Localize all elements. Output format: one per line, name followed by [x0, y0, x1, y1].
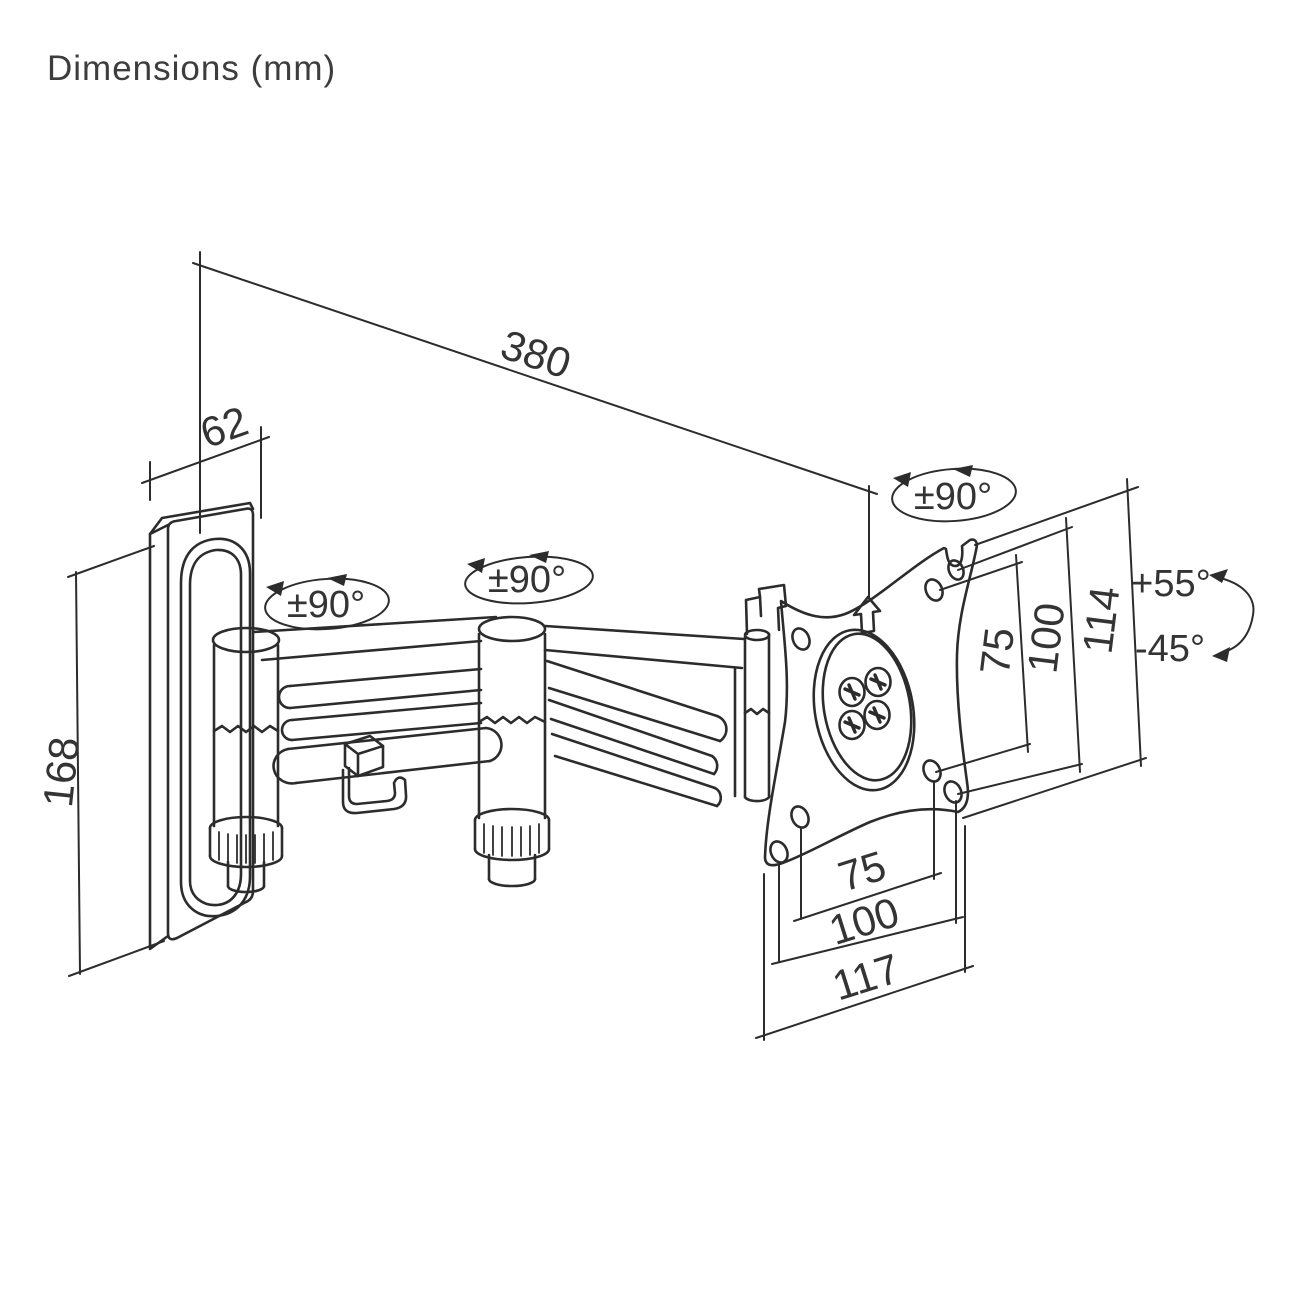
tilt-up-label: +55°: [1131, 563, 1211, 605]
break-mark: [212, 724, 280, 734]
knurl-lines: [218, 831, 274, 864]
tilt-hinge: [743, 583, 788, 803]
tilt-down-label: -45°: [1135, 628, 1205, 670]
dim-75-vertical-label: 75: [971, 625, 1023, 677]
screw-icon: [838, 709, 866, 741]
cable-clip: [341, 734, 408, 815]
vesa-hole-icon: [924, 578, 944, 602]
dim-380-label: 380: [495, 321, 576, 388]
vesa-plate: [763, 538, 979, 867]
vesa-hole-icon: [790, 805, 810, 829]
vesa-hole-icon: [791, 627, 811, 651]
break-mark: [477, 715, 547, 725]
break-mark: [743, 707, 771, 716]
page-title: Dimensions (mm): [47, 49, 336, 88]
knurl-lines: [483, 823, 540, 857]
vesa-hole-icon: [943, 780, 963, 804]
pivot-column-wall: [208, 626, 284, 894]
swivel-angle-wall-label: ±90°: [287, 584, 365, 626]
dim-114-label: 114: [1074, 584, 1129, 656]
vesa-hole-icons: [769, 559, 965, 864]
dim-168-label: 168: [34, 735, 88, 810]
swivel-angle-head-label: ±90°: [914, 476, 992, 518]
tilt-arrow-icon: [1209, 569, 1255, 662]
rotation-arrow-icon: [464, 551, 594, 605]
rotation-arrow-icon: [891, 465, 1017, 523]
vesa-hole-icon: [947, 559, 965, 581]
screw-icons: [838, 666, 892, 741]
swivel-angle-mid-label: ±90°: [488, 559, 566, 601]
pivot-column-middle: [473, 615, 551, 888]
dim-100-horizontal-label: 100: [824, 888, 905, 954]
rotation-marks: [264, 465, 1255, 662]
up-arrow-icon: [852, 595, 882, 635]
labels: Dimensions (mm) 380 62 168 75 100 114 75…: [34, 49, 1211, 1009]
dim-117-label: 117: [827, 945, 905, 1010]
screw-icon: [863, 699, 891, 731]
screw-icon: [864, 666, 892, 698]
dim-100-vertical-label: 100: [1018, 600, 1073, 675]
wall-plate-slot-outer: [179, 537, 252, 918]
dimension-lines: [67, 251, 1147, 1041]
vesa-boss: [812, 628, 916, 792]
screw-icon: [838, 676, 866, 708]
arm-link-2: [543, 624, 746, 808]
vesa-hole-icon: [922, 759, 942, 783]
wall-plate-slot-inner: [188, 548, 243, 907]
rotation-arrow-icon: [264, 574, 390, 631]
arm-link-1: [252, 615, 503, 785]
dim-62-label: 62: [194, 397, 254, 457]
vesa-hole-icon: [769, 840, 789, 864]
